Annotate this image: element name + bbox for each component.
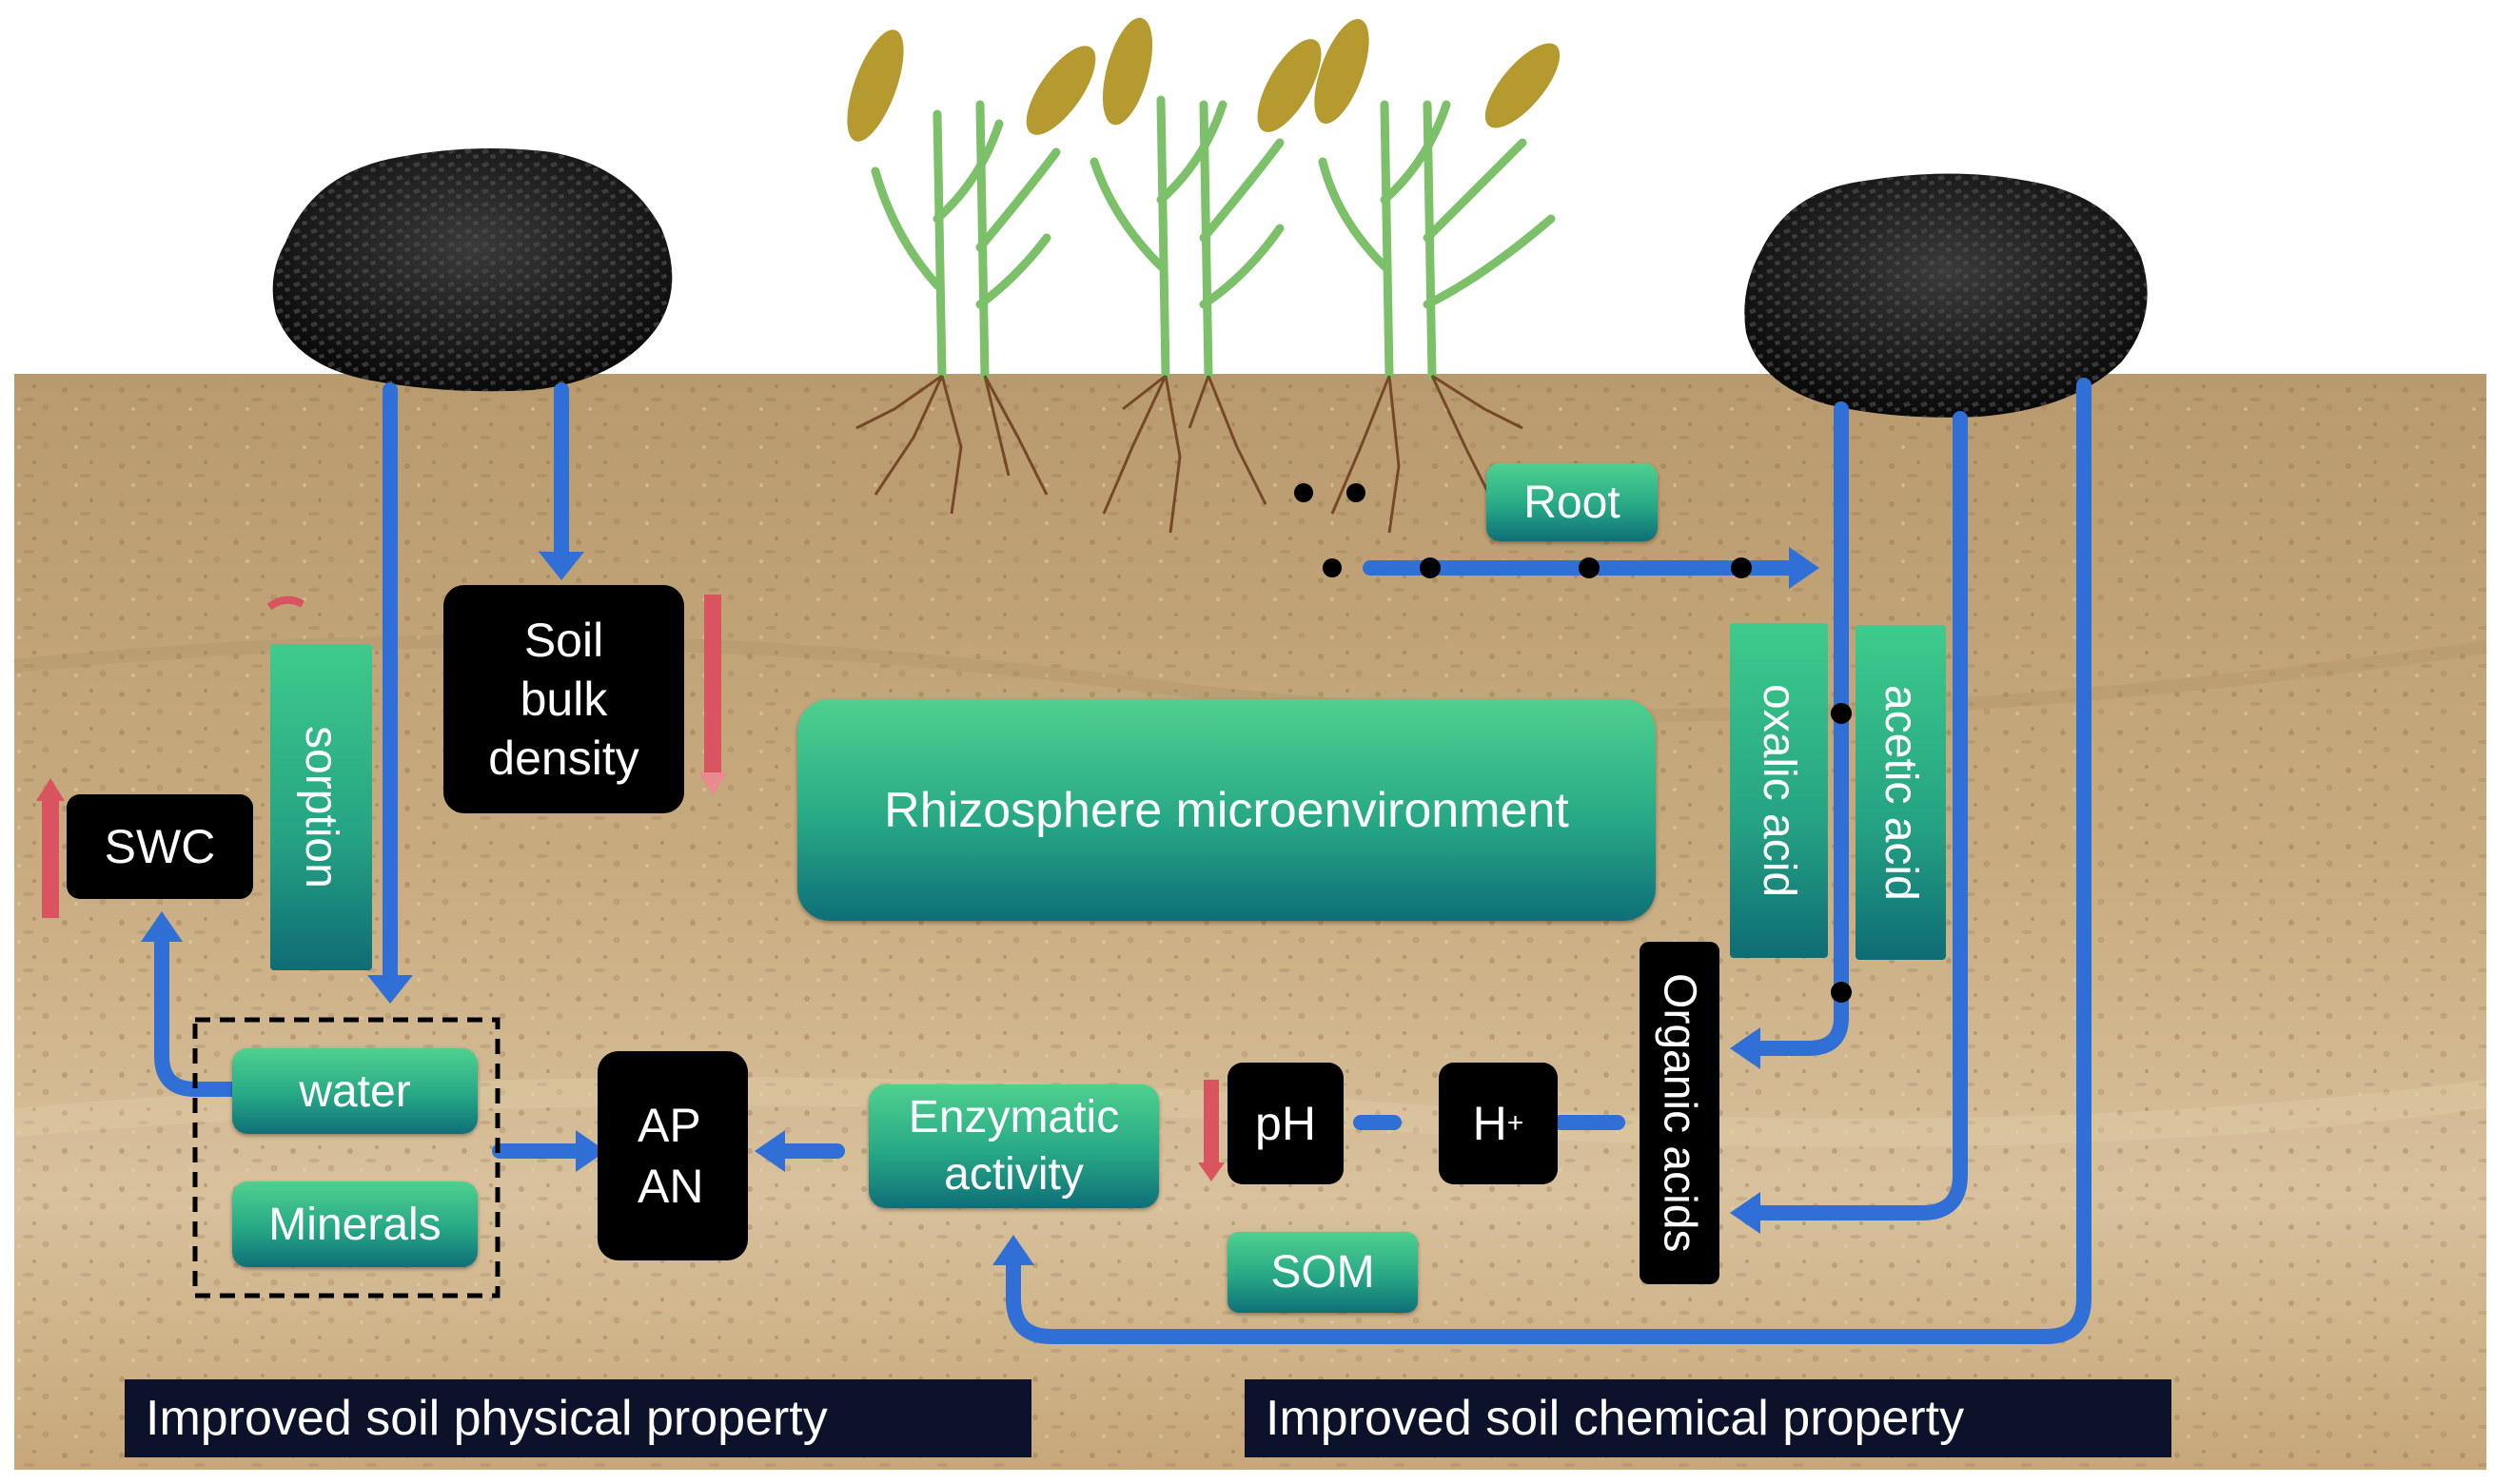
an-label: AN xyxy=(638,1160,704,1213)
root-system xyxy=(855,374,1523,534)
water-node: water xyxy=(232,1048,478,1134)
enzymatic-activity-node: Enzymatic activity xyxy=(869,1084,1159,1208)
flow-dots xyxy=(1294,483,1852,1003)
root-label: Root xyxy=(1486,463,1658,541)
water-minerals-group xyxy=(192,1017,501,1298)
organic-acids-node: Organic acids xyxy=(1640,942,1719,1284)
soil-bulk-density-line2: bulk xyxy=(520,673,608,726)
h-plus-node: H+ xyxy=(1439,1063,1558,1184)
up-arrow-icon xyxy=(36,778,65,918)
soil-bulk-density-line3: density xyxy=(488,732,639,785)
soil-background xyxy=(12,374,2489,1470)
down-arrow-icon xyxy=(1198,1080,1225,1181)
h-plus-text: H xyxy=(1472,1097,1507,1150)
seed-heads xyxy=(847,17,1561,142)
organic-acids-text: Organic acids xyxy=(1654,973,1705,1253)
sorption-label: sorption xyxy=(270,644,372,970)
plant-icon xyxy=(1318,100,1556,381)
ap-label: AP xyxy=(638,1099,701,1152)
plant-icon xyxy=(871,100,1061,381)
minerals-node: Minerals xyxy=(232,1181,478,1267)
enzymatic-line1: Enzymatic xyxy=(908,1092,1120,1142)
footer-chemical-property: Improved soil chemical property xyxy=(1245,1379,2171,1457)
down-arrow-icon xyxy=(698,595,727,795)
soil-bulk-density-line1: Soil xyxy=(523,614,604,667)
oxalic-acid-text: oxalic acid xyxy=(1754,683,1804,898)
enzymatic-line2: activity xyxy=(944,1149,1084,1200)
som-node: SOM xyxy=(1227,1232,1418,1313)
sorption-text: sorption xyxy=(296,726,346,888)
biochar-pile-icon xyxy=(1744,173,2148,418)
acetic-acid-label: acetic acid xyxy=(1856,625,1946,960)
footer-physical-property: Improved soil physical property xyxy=(125,1379,1031,1457)
oxalic-acid-label: oxalic acid xyxy=(1730,623,1828,958)
ph-node: pH xyxy=(1227,1063,1344,1184)
plant-icon xyxy=(1090,95,1285,381)
h-plus-sup: + xyxy=(1506,1107,1524,1139)
small-red-arrow-icon xyxy=(266,596,304,611)
rhizosphere-node: Rhizosphere microenvironment xyxy=(797,699,1656,921)
ap-an-node: AP AN xyxy=(598,1051,748,1260)
flow-arrows xyxy=(154,378,2091,1344)
acetic-acid-text: acetic acid xyxy=(1875,684,1926,901)
arrowheads xyxy=(141,547,1819,1265)
swc-node: SWC xyxy=(67,794,253,899)
soil-bulk-density-node: Soil bulk density xyxy=(443,585,684,813)
biochar-pile-icon xyxy=(272,148,673,392)
